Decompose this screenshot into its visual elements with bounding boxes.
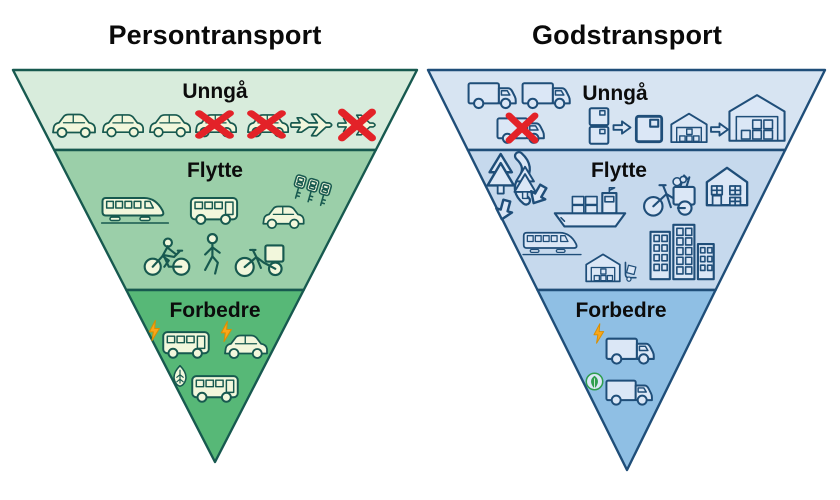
level-unnga-label: Unngå <box>582 82 648 105</box>
persontransport-canvas: Unngå Flytte Forbedre <box>11 68 419 464</box>
level-unnga-label: Unngå <box>182 80 248 103</box>
persontransport-title: Persontransport <box>108 20 322 50</box>
persontransport-pyramid: Persontransport Unngå Flytte Forbedre <box>8 0 422 500</box>
bus-icon <box>189 196 239 225</box>
level-forbedre-label: Forbedre <box>575 299 666 322</box>
level-forbedre-label: Forbedre <box>169 299 260 322</box>
airplane-crossed-out-icon <box>336 112 375 138</box>
godstransport-pyramid: Godstransport Unngå Flytte Forbedre <box>423 0 831 500</box>
level-flytte-label: Flytte <box>187 159 243 182</box>
car-crossed-out-icon <box>194 113 238 136</box>
godstransport-title: Godstransport <box>531 20 723 50</box>
level-flytte-label: Flytte <box>591 159 647 182</box>
car-crossed-out-icon <box>246 113 290 136</box>
godstransport-canvas: Unngå Flytte Forbedre <box>426 68 827 472</box>
